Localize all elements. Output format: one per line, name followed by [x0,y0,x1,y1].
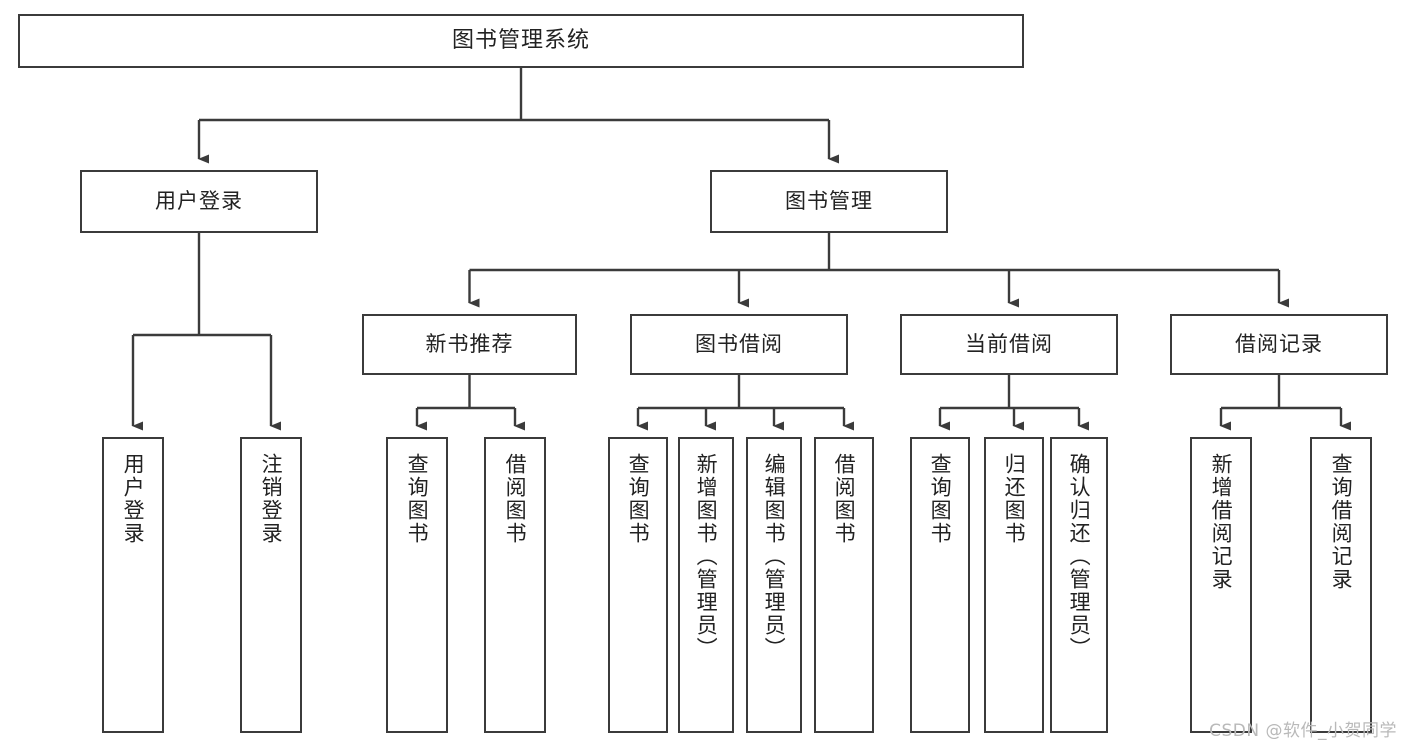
node-leaf-query-record-label: 查询借阅记录 [1329,453,1354,591]
node-user-login-label: 用户登录 [155,189,243,214]
node-leaf-user-login[interactable]: 用户登录 [102,437,164,733]
node-borrow-record-label: 借阅记录 [1235,332,1323,357]
node-current-borrow-label: 当前借阅 [965,332,1053,357]
node-new-book-recommend-label: 新书推荐 [425,332,514,357]
node-leaf-query-book-c-label: 查询图书 [928,453,953,545]
node-leaf-borrow-book-b-label: 借阅图书 [832,453,857,545]
node-leaf-query-book-b-label: 查询图书 [626,453,651,545]
node-leaf-edit-book-label: 编辑图书（管理员） [762,453,787,660]
node-leaf-query-record[interactable]: 查询借阅记录 [1310,437,1372,733]
node-new-book-recommend[interactable]: 新书推荐 [362,314,577,375]
node-book-manage[interactable]: 图书管理 [710,170,948,233]
node-leaf-logout-label: 注销登录 [259,453,284,545]
node-leaf-edit-book[interactable]: 编辑图书（管理员） [746,437,802,733]
watermark-text: CSDN @软件_小贺同学 [1209,721,1397,741]
node-leaf-return-book[interactable]: 归还图书 [984,437,1044,733]
node-root-label: 图书管理系统 [451,28,590,54]
node-leaf-add-record-label: 新增借阅记录 [1209,453,1234,591]
node-leaf-confirm-return-label: 确认归还（管理员） [1067,453,1092,660]
node-leaf-user-login-label: 用户登录 [121,453,146,545]
node-leaf-query-book-c[interactable]: 查询图书 [910,437,970,733]
node-book-borrow-label: 图书借阅 [695,332,783,357]
node-leaf-query-book-new-label: 查询图书 [405,453,430,545]
node-leaf-borrow-book-new[interactable]: 借阅图书 [484,437,546,733]
node-leaf-query-book-new[interactable]: 查询图书 [386,437,448,733]
node-leaf-add-book[interactable]: 新增图书（管理员） [678,437,734,733]
node-root[interactable]: 图书管理系统 [18,14,1024,68]
node-leaf-logout[interactable]: 注销登录 [240,437,302,733]
node-current-borrow[interactable]: 当前借阅 [900,314,1118,375]
node-book-borrow[interactable]: 图书借阅 [630,314,848,375]
node-borrow-record[interactable]: 借阅记录 [1170,314,1388,375]
node-leaf-add-book-label: 新增图书（管理员） [694,453,719,660]
node-user-login[interactable]: 用户登录 [80,170,318,233]
node-leaf-query-book-b[interactable]: 查询图书 [608,437,668,733]
node-leaf-add-record[interactable]: 新增借阅记录 [1190,437,1252,733]
node-leaf-confirm-return[interactable]: 确认归还（管理员） [1050,437,1108,733]
node-leaf-borrow-book-b[interactable]: 借阅图书 [814,437,874,733]
node-leaf-borrow-book-new-label: 借阅图书 [503,453,528,545]
node-leaf-return-book-label: 归还图书 [1002,453,1027,545]
node-book-manage-label: 图书管理 [785,189,873,214]
